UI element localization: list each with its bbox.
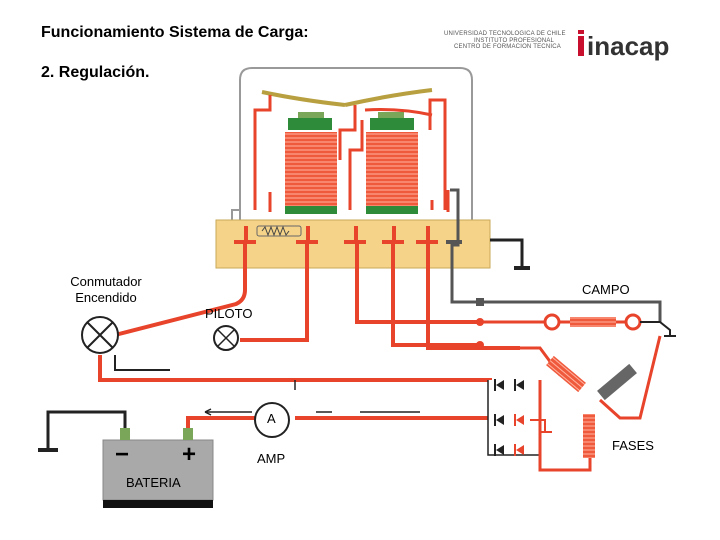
ammeter-label: A bbox=[267, 411, 276, 426]
armature-right bbox=[344, 88, 433, 107]
field-label: CAMPO bbox=[582, 282, 630, 297]
phase-coil-1 bbox=[546, 355, 586, 393]
battery-plus-label: + bbox=[182, 441, 197, 468]
pilot-label: PILOTO bbox=[205, 306, 253, 321]
wire-field bbox=[355, 244, 480, 324]
field-brush-left bbox=[543, 313, 561, 331]
field-brush-right bbox=[624, 313, 642, 331]
amp-label: AMP bbox=[257, 451, 286, 466]
regulator-ground bbox=[490, 238, 524, 268]
battery-ground bbox=[46, 410, 127, 450]
wire-field-2 bbox=[391, 244, 480, 347]
brand-text: inacap bbox=[587, 31, 669, 61]
regulator-cover bbox=[239, 67, 490, 223]
logo-line-3: CENTRO DE FORMACION TECNICA bbox=[454, 44, 561, 50]
voltage-coil-left bbox=[285, 132, 337, 206]
ammeter bbox=[254, 402, 290, 438]
armature-left bbox=[261, 90, 346, 107]
phase-coil-2 bbox=[583, 414, 595, 458]
wire-switch bbox=[114, 244, 247, 337]
phase-coil-3 bbox=[597, 363, 637, 401]
page-title: Funcionamiento Sistema de Carga: bbox=[41, 24, 309, 41]
battery-label: BATERIA bbox=[126, 475, 181, 490]
inacap-logo: inacap bbox=[578, 30, 669, 61]
wire-field-top bbox=[450, 244, 662, 322]
field-coil bbox=[570, 317, 616, 327]
page-subtitle: 2. Regulación. bbox=[41, 64, 150, 81]
battery-minus-label: − bbox=[115, 441, 130, 468]
logo-line-1: UNIVERSIDAD TECNOLOGICA DE CHILE bbox=[444, 31, 566, 37]
logo-line-2: INSTITUTO PROFESIONAL bbox=[474, 37, 555, 44]
wire-pilot bbox=[240, 244, 309, 342]
voltage-coil-right bbox=[366, 132, 418, 206]
wire-phase bbox=[426, 244, 520, 350]
switch-label: Conmutador Encendido bbox=[70, 274, 142, 305]
phases-label: FASES bbox=[612, 438, 654, 453]
wire-ammeter bbox=[186, 416, 265, 430]
university-logo-text: UNIVERSIDAD TECNOLOGICA DE CHILE INSTITU… bbox=[444, 31, 566, 51]
wire-battery-main bbox=[98, 355, 492, 382]
